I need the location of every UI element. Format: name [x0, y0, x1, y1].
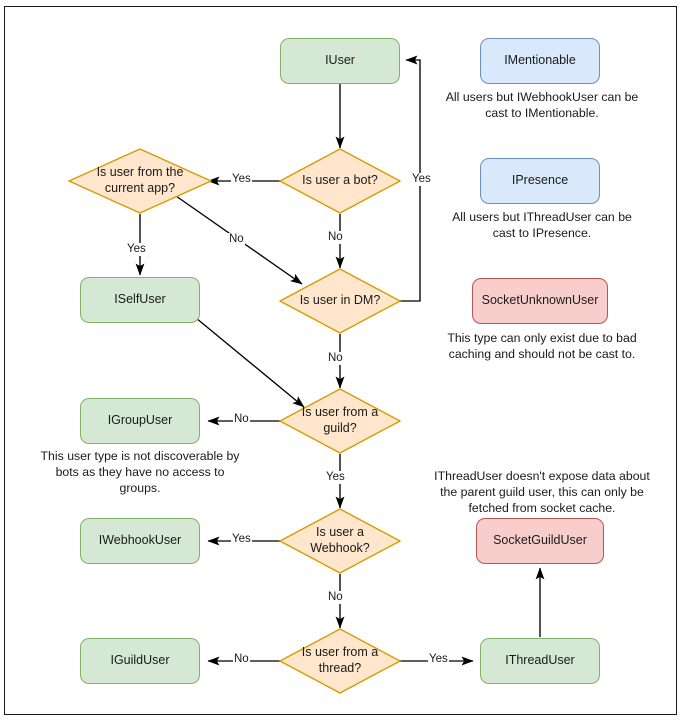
node-iguilduser[interactable]: IGuildUser [80, 638, 200, 684]
node-label: Is user a bot? [302, 173, 378, 188]
note-socketguilduser: IThreadUser doesn't expose data about th… [434, 469, 650, 516]
edge-label-currentapp-no: No [228, 233, 245, 246]
node-imentionable[interactable]: IMentionable [480, 38, 600, 84]
node-is-user-from-current-app[interactable]: Is user from the current app? [68, 148, 212, 214]
node-is-user-in-dm[interactable]: Is user in DM? [279, 268, 401, 334]
node-label: Is user from a guild? [301, 405, 379, 435]
node-label: Is user from a thread? [301, 645, 379, 675]
node-is-user-from-thread[interactable]: Is user from a thread? [279, 628, 401, 694]
diamond-shape [279, 148, 401, 214]
node-is-user-a-bot[interactable]: Is user a bot? [279, 148, 401, 214]
edge-label-isbot-no: No [327, 231, 344, 244]
node-iselfuser[interactable]: ISelfUser [80, 277, 200, 323]
node-label: Is user in DM? [299, 293, 381, 308]
edge-label-isbot-yes: Yes [231, 173, 252, 186]
node-iwebhookuser[interactable]: IWebhookUser [80, 518, 200, 564]
diamond-shape [279, 388, 401, 454]
node-ithreaduser[interactable]: IThreadUser [480, 638, 600, 684]
node-ipresence[interactable]: IPresence [480, 158, 600, 204]
edge-label-isthread-yes: Yes [428, 653, 449, 666]
node-label: Is user a Webhook? [310, 525, 370, 555]
node-label: Is user from the current app? [96, 165, 184, 195]
edge-label-isguild-yes: Yes [325, 471, 346, 484]
diamond-shape [68, 148, 212, 214]
node-iuser[interactable]: IUser [280, 38, 400, 84]
edge-label-isguild-no: No [233, 413, 250, 426]
edge-label-isthread-no: No [233, 653, 250, 666]
diamond-shape [279, 508, 401, 574]
edge-label-iswebhook-no: No [327, 591, 344, 604]
edge-label-currentapp-yes: Yes [126, 243, 147, 256]
note-ipresence: All users but IThreadUser can be cast to… [452, 210, 632, 241]
edge-label-isdm-yes: Yes [411, 173, 432, 186]
diamond-shape [279, 268, 401, 334]
note-imentionable: All users but IWebhookUser can be cast t… [445, 90, 639, 121]
edge-label-isdm-no: No [327, 352, 344, 365]
note-socketunknownuser: This type can only exist due to bad cach… [447, 331, 637, 362]
note-igroupuser: This user type is not discoverable by bo… [40, 449, 240, 496]
node-is-user-a-webhook[interactable]: Is user a Webhook? [279, 508, 401, 574]
node-igroupuser[interactable]: IGroupUser [80, 398, 200, 444]
edge-label-iswebhook-yes: Yes [231, 533, 252, 546]
node-socketunknownuser[interactable]: SocketUnknownUser [472, 278, 608, 324]
node-socketguilduser[interactable]: SocketGuildUser [476, 518, 604, 564]
node-is-user-from-guild[interactable]: Is user from a guild? [279, 388, 401, 454]
diamond-shape [279, 628, 401, 694]
